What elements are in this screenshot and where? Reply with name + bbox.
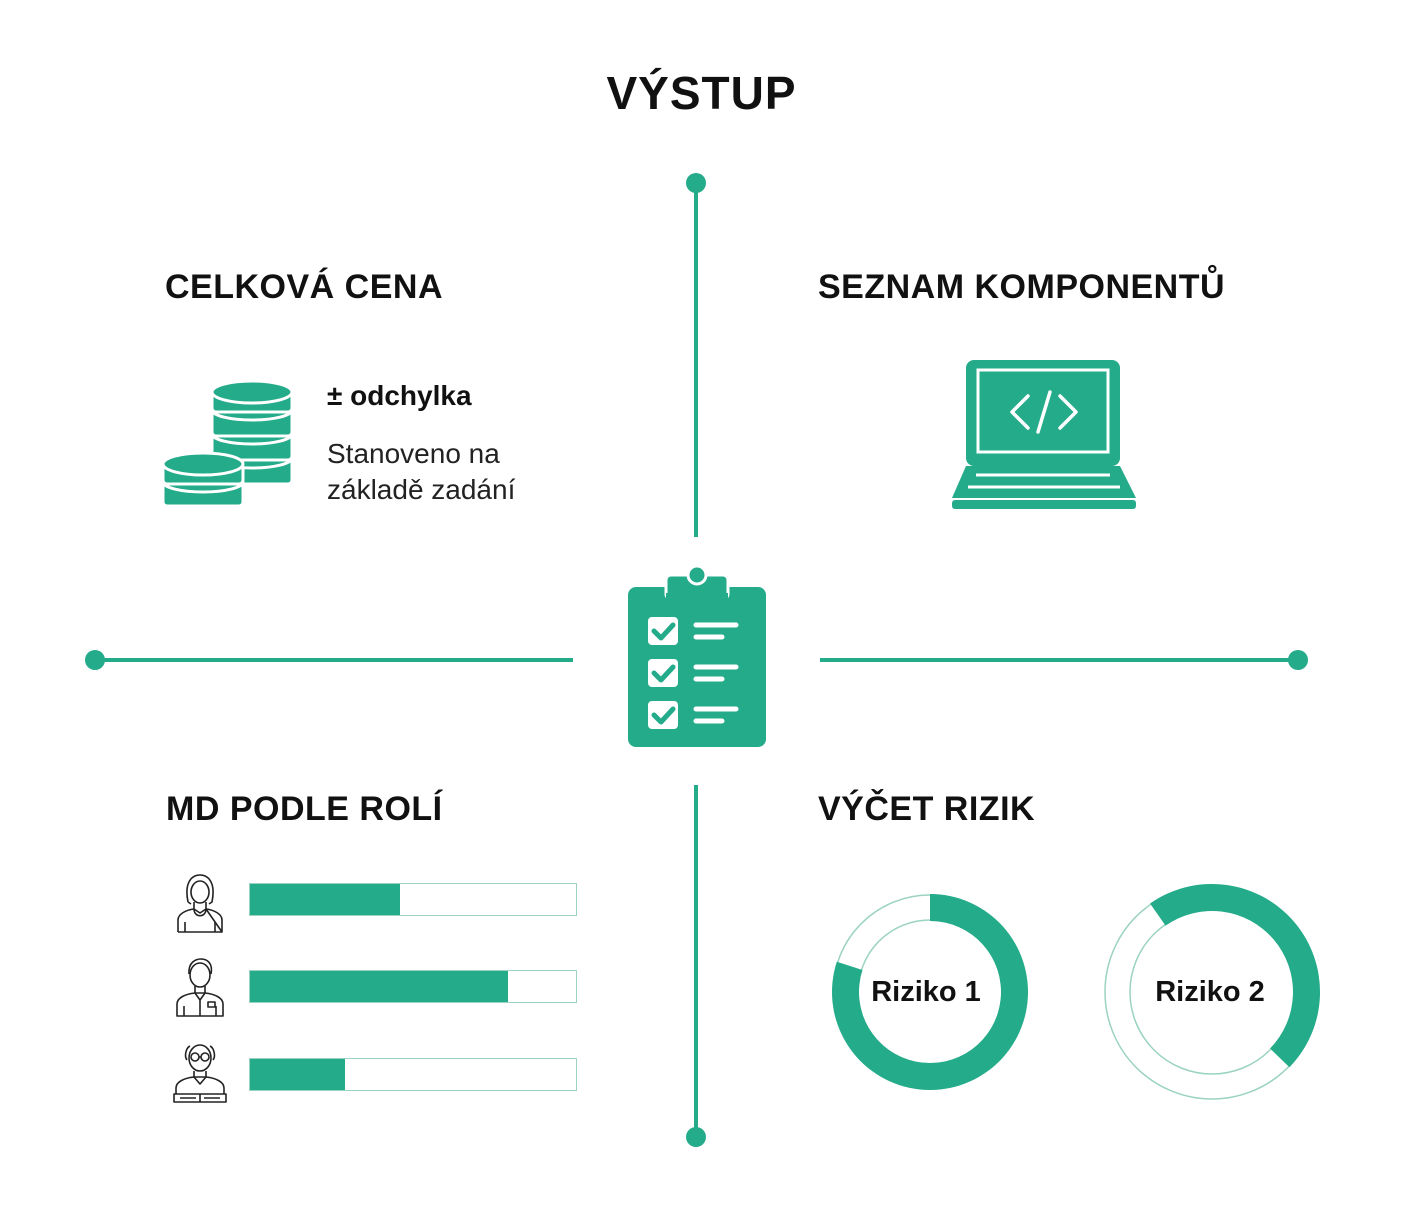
role-bar-track [249, 970, 577, 1003]
man-avatar-icon [176, 958, 224, 1017]
axis-dot-bottom [686, 1127, 706, 1147]
axis-dot-left [85, 650, 105, 670]
md-roles-heading: MD PODLE ROLÍ [166, 790, 443, 828]
risk-ring-2 [1104, 884, 1320, 1100]
total-price-heading: CELKOVÁ CENA [165, 268, 444, 306]
price-description-line: Stanoveno na [327, 438, 500, 469]
page-title: VÝSTUP [606, 67, 797, 119]
laptop-code-icon [952, 360, 1136, 509]
risks-heading: VÝČET RIZIK [818, 790, 1036, 828]
role-bar-track [249, 883, 577, 916]
role-bar-fill [250, 971, 508, 1002]
price-description: Stanoveno na základě zadání [327, 436, 515, 508]
role-bar-fill [250, 1059, 345, 1090]
components-heading: SEZNAM KOMPONENTŮ [818, 268, 1226, 306]
role-bar-fill [250, 884, 400, 915]
coin-stack-icon [162, 379, 294, 508]
axis-dot-top [686, 173, 706, 193]
deviation-label: ± odchylka [327, 380, 472, 411]
risk-label: Riziko 2 [1155, 976, 1265, 1008]
price-description-line: základě zadání [327, 474, 516, 505]
risk-ring-arc [1150, 884, 1320, 1068]
clipboard-checklist-icon [628, 565, 766, 747]
risk-ring-1 [832, 894, 1028, 1090]
risk-label: Riziko 1 [871, 976, 981, 1008]
woman-avatar-icon [177, 874, 223, 933]
axis-dot-right [1288, 650, 1308, 670]
senior-avatar-icon [173, 1044, 227, 1103]
role-bar-track [249, 1058, 577, 1091]
